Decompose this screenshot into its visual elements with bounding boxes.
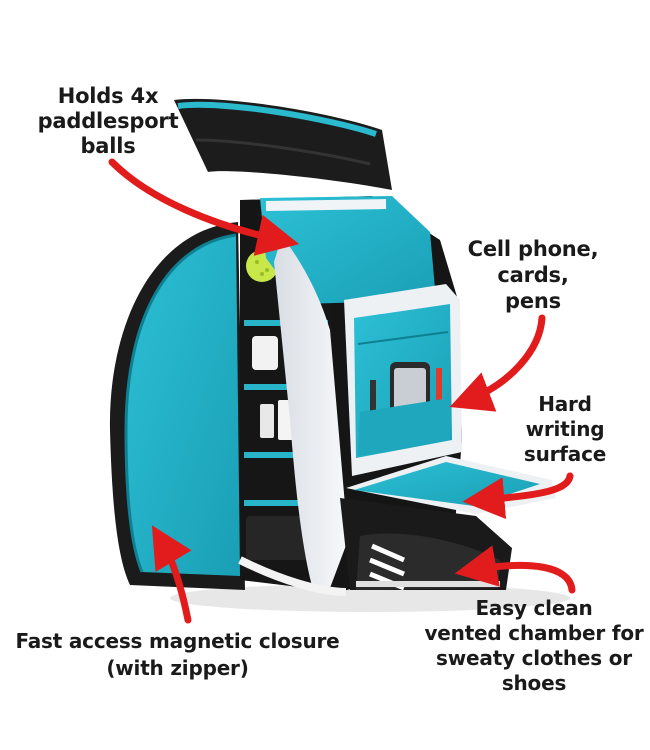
arrow-surface-icon bbox=[462, 472, 574, 520]
top-lid bbox=[174, 98, 392, 190]
arrow-balls-icon bbox=[108, 158, 300, 256]
side-panel bbox=[274, 236, 348, 588]
callout-arrows bbox=[108, 158, 576, 624]
ground-shadow bbox=[170, 584, 570, 612]
callout-closure: Fast access magnetic closure (with zippe… bbox=[15, 629, 340, 680]
callout-hard-surface: Hard writing surface bbox=[523, 392, 607, 466]
arrow-vented-icon bbox=[454, 545, 576, 594]
callout-balls: Holds 4x paddlesport balls bbox=[37, 84, 179, 158]
arrow-phone-icon bbox=[449, 314, 546, 412]
arrow-closure-icon bbox=[151, 525, 192, 624]
base-trim bbox=[238, 556, 347, 596]
left-flap bbox=[109, 222, 245, 590]
callout-phone: Cell phone, cards, pens bbox=[467, 237, 599, 313]
front-organizer bbox=[344, 284, 462, 476]
callout-vented-chamber: Easy clean vented chamber for sweaty clo… bbox=[424, 596, 644, 695]
